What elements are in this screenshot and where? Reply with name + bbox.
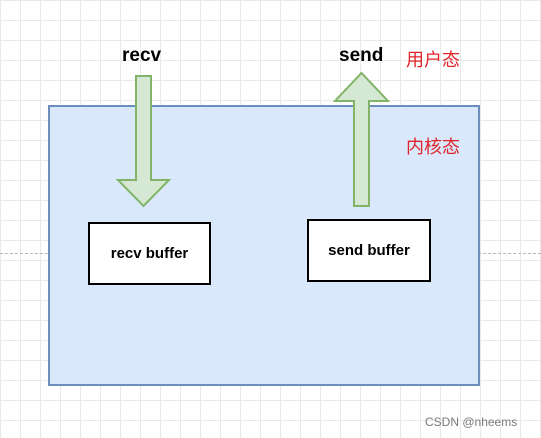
send-buffer-box: send buffer [307,219,431,282]
send-buffer-label: send buffer [328,242,410,259]
send-label: send [339,45,384,66]
recv-buffer-box: recv buffer [88,222,211,285]
user-mode-label: 用户态 [406,50,460,71]
recv-buffer-label: recv buffer [110,245,189,262]
kernel-mode-label: 内核态 [406,137,460,158]
csdn-watermark: CSDN @nheems [425,415,518,429]
recv-label: recv [122,45,162,66]
